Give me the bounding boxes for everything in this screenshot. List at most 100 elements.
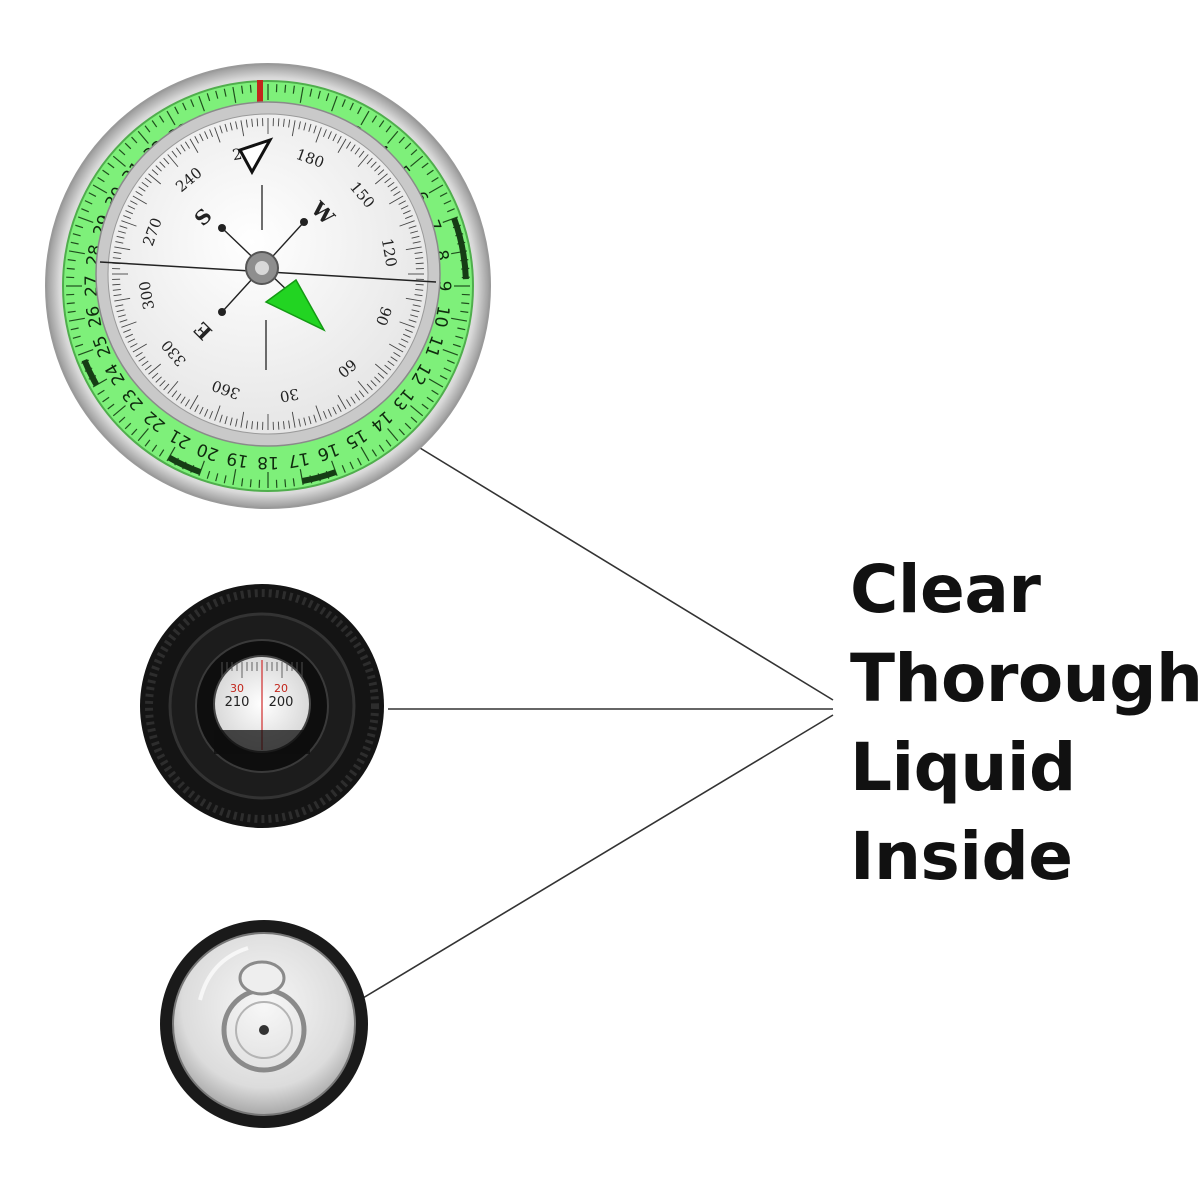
bezel-tick [284, 84, 287, 93]
dial-tick [151, 372, 159, 379]
dial-ticks [112, 118, 424, 430]
dial-tick [399, 220, 415, 227]
dial-tick [251, 118, 253, 127]
dial-tick [366, 383, 373, 391]
dial-tick [115, 241, 124, 244]
bezel-tick [349, 461, 354, 470]
needle-end-dot [218, 224, 226, 232]
bezel-luminous-mark [301, 469, 337, 484]
bezel-tick [443, 367, 452, 372]
dial-tick [387, 360, 395, 367]
callout-line-bubble-level [357, 714, 834, 1002]
dial-tick [357, 154, 369, 168]
dial-tick [256, 421, 259, 430]
bezel-tick [72, 233, 81, 237]
bezel-tick [67, 310, 76, 313]
dial-tick [219, 125, 223, 134]
bezel-tick [137, 428, 149, 442]
bezel-tick [292, 478, 295, 487]
bezel-tick [439, 192, 448, 197]
dial-tick [370, 380, 377, 387]
dial-tick [332, 406, 337, 415]
dial-tick [346, 141, 352, 149]
dial-tick [327, 131, 332, 139]
sighting-window: 30 20 210 200 [140, 584, 384, 828]
caption-line: Thorough [850, 640, 1200, 717]
index-line [257, 80, 263, 102]
bezel-tick [385, 439, 392, 447]
bezel-tick [431, 176, 439, 183]
bezel-tick [158, 115, 165, 123]
dial-tick [194, 136, 199, 144]
bezel-tick [461, 302, 470, 305]
dial-tick [411, 235, 420, 239]
dial-tick [123, 329, 131, 333]
bezel-tick [131, 136, 138, 144]
dial-tick [399, 321, 415, 328]
dial-tick [398, 343, 406, 348]
dial-tick [400, 338, 409, 343]
dial-tick [125, 210, 133, 215]
bezel-tick [97, 389, 105, 396]
dial-tick [194, 404, 199, 412]
dial-tick [130, 200, 138, 205]
bezel-tick [75, 343, 84, 348]
needle-end-dot [218, 308, 226, 316]
dial-tick [112, 289, 121, 291]
bezel-tick [451, 317, 468, 322]
dial-tick [283, 421, 285, 430]
bubble-level [160, 920, 368, 1128]
bezel-tick [66, 302, 75, 305]
dial-tick [148, 363, 162, 375]
bezel-tick [360, 110, 370, 126]
dial-tick [410, 314, 419, 318]
bezel-tick [118, 416, 126, 423]
dial-tick [115, 304, 124, 307]
bezel-tick [166, 110, 176, 126]
bezel-tick [97, 176, 105, 183]
dial-tick [393, 352, 401, 358]
air-bubble [238, 960, 286, 996]
dial-tick [144, 177, 152, 184]
bezel-tick [112, 155, 126, 167]
bezel-tick [92, 184, 108, 194]
needle-end-dot [300, 218, 308, 226]
callout-line-compass [419, 447, 834, 701]
bezel-tick [410, 405, 424, 417]
dial-tick [199, 406, 204, 415]
dial-tick [155, 376, 162, 383]
dial-tick [288, 420, 291, 429]
dial-tick [337, 136, 342, 144]
bezel-tick [284, 479, 287, 488]
bezel-tick [341, 465, 346, 473]
bezel-tick [223, 475, 227, 484]
dial-tick [389, 343, 404, 353]
caption-line: Clear [850, 551, 1041, 628]
dial-tick [415, 289, 424, 291]
dial-tick [370, 161, 377, 168]
bezel-tick [371, 449, 378, 457]
bezel-tick [455, 335, 464, 339]
dial-tick [377, 372, 385, 379]
dial-tick [189, 138, 199, 153]
dial-tick [327, 409, 332, 417]
dial-tick [405, 215, 413, 219]
bezel-tick [447, 208, 455, 213]
dial-tick [135, 352, 143, 358]
feature-caption: Clear Thorough Liquid Inside [850, 545, 1200, 901]
dial-number: 90 [372, 304, 395, 328]
dial-tick [175, 393, 182, 401]
dial-tick [337, 404, 342, 412]
dial-tick [377, 169, 385, 176]
bezel-tick [421, 162, 429, 169]
dial-tick [148, 173, 162, 185]
dial-tick [175, 147, 182, 155]
dial-tick [323, 411, 327, 419]
dial-tick [199, 133, 204, 142]
level-center-dot [259, 1025, 269, 1035]
bezel-tick [410, 155, 424, 167]
bezel-tick [151, 120, 158, 128]
bezel-tick [452, 343, 461, 348]
dial-tick [219, 414, 223, 423]
